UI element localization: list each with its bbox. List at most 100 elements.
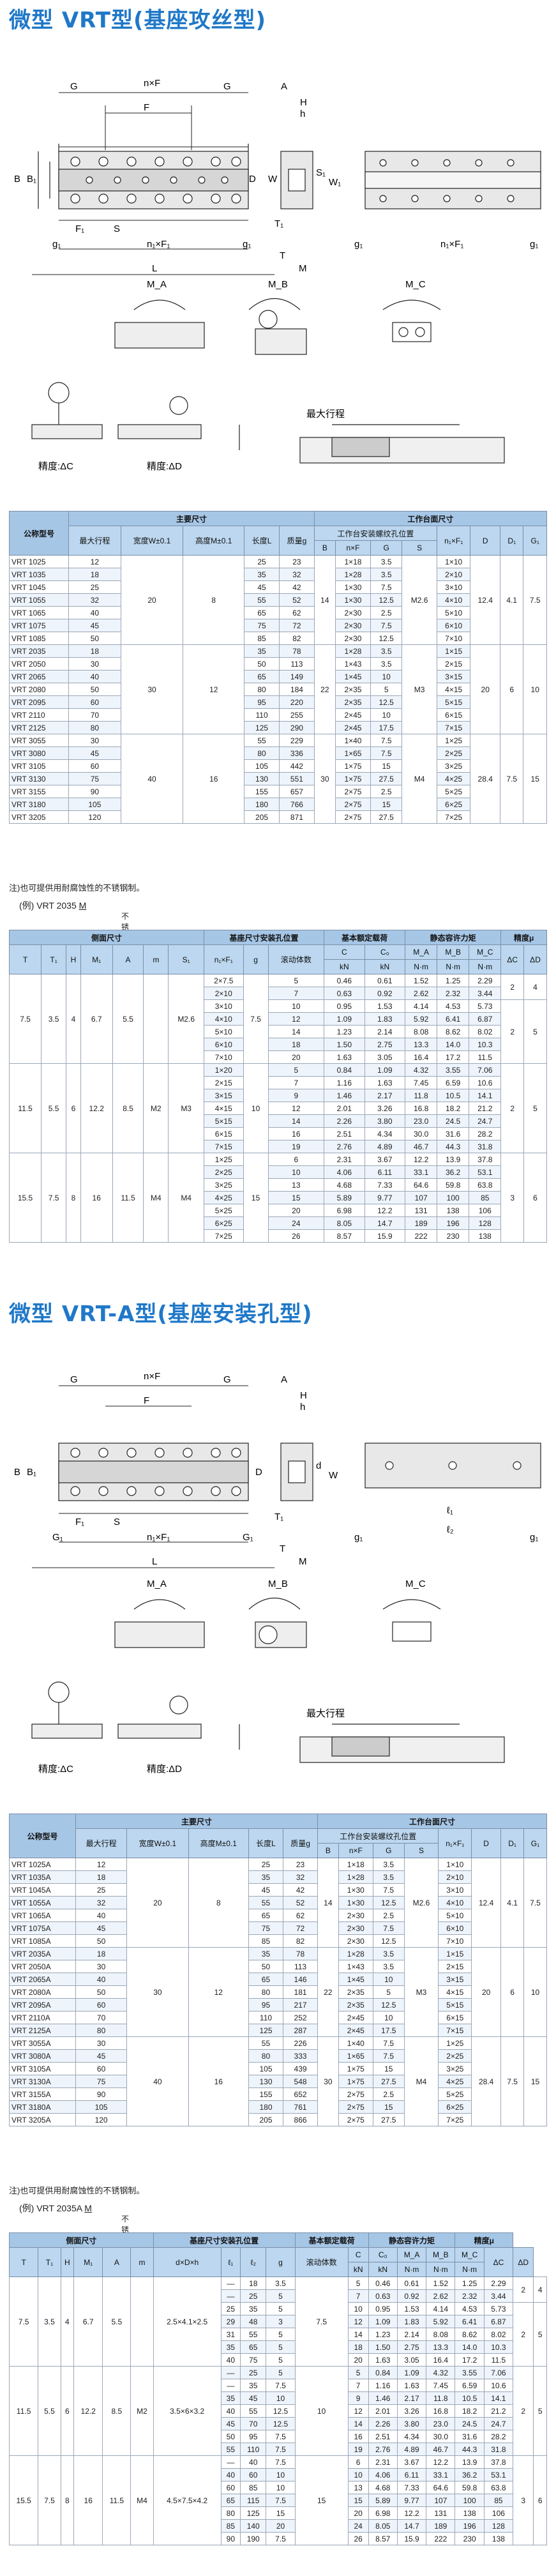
table-cell: 4.34 bbox=[364, 1127, 406, 1140]
table-cell: 31.8 bbox=[469, 1140, 502, 1153]
table-cell: H bbox=[66, 944, 81, 974]
table-cell: 105 bbox=[68, 798, 121, 811]
model-cell: VRT 3080A bbox=[9, 2049, 76, 2063]
table-cell: 45 bbox=[248, 1883, 284, 1897]
table-cell: 2 bbox=[500, 974, 525, 1000]
table-cell: 131 bbox=[426, 2506, 456, 2520]
table-cell: 65 bbox=[248, 1909, 284, 1922]
moment-diagrams bbox=[114, 298, 441, 355]
table-cell: 4×25 bbox=[203, 1191, 244, 1204]
top-view-holes bbox=[70, 156, 241, 204]
table-cell: 10 bbox=[267, 1165, 325, 1179]
table-cell: 5 bbox=[533, 2302, 547, 2367]
a-dim-W-label: W bbox=[329, 1470, 338, 1481]
table-cell: 35 bbox=[248, 1870, 284, 1884]
table-cell: 13.9 bbox=[437, 1153, 470, 1166]
table-cell: 2×10 bbox=[203, 987, 244, 1000]
header-n1F1: n₁×F₁ bbox=[436, 526, 471, 556]
table-cell: 4 bbox=[523, 974, 547, 1000]
table-cell: 3.5 bbox=[38, 2277, 61, 2367]
section-2-note: 注)也可提供用耐腐蚀性的不锈钢制。 bbox=[9, 2186, 145, 2195]
table-cell: 287 bbox=[283, 2024, 319, 2037]
table-cell: 217 bbox=[283, 1998, 319, 2012]
table-cell: 2 bbox=[513, 2277, 534, 2303]
table-cell: 220 bbox=[278, 695, 315, 709]
table-cell: 15 bbox=[370, 798, 403, 811]
table-cell: 80 bbox=[75, 2024, 128, 2037]
table-cell: 3.5 bbox=[373, 1947, 405, 1960]
table-cell: 23 bbox=[278, 555, 315, 568]
table-cell: 1.63 bbox=[324, 1050, 365, 1064]
table-cell: 7.5 bbox=[266, 2443, 296, 2456]
table-row: 公称型号主要尺寸工作台面尺寸 bbox=[8, 511, 548, 556]
model-cell: VRT 2110A bbox=[9, 2011, 76, 2024]
table-cell: 95 bbox=[240, 2430, 267, 2443]
table-cell: 2×30 bbox=[334, 606, 372, 619]
table-cell: ΔC bbox=[500, 944, 525, 974]
header-D: D bbox=[471, 1828, 502, 1858]
table-cell: 2×45 bbox=[334, 708, 372, 722]
table-cell: 120 bbox=[68, 810, 121, 824]
table-cell: 75 bbox=[248, 1921, 284, 1935]
table-cell: 55 bbox=[248, 2036, 284, 2050]
table-cell: 5.5 bbox=[102, 2277, 131, 2367]
table-cell: 657 bbox=[278, 785, 315, 798]
table-cell: 2.62 bbox=[405, 987, 438, 1000]
table-cell: 2 bbox=[513, 2366, 534, 2456]
dim-g1-label: g₁ bbox=[52, 239, 61, 250]
table-cell: 6×10 bbox=[436, 619, 471, 632]
table-cell: 6.98 bbox=[324, 1204, 365, 1217]
header-table-dims: 工作台面尺寸 bbox=[313, 511, 548, 526]
table-cell: 196 bbox=[437, 1216, 470, 1230]
table-cell: 5 bbox=[267, 974, 325, 987]
table-cell: M2.6 bbox=[403, 1858, 439, 1948]
header-height: 高度M±0.1 bbox=[183, 526, 245, 556]
table-cell: 3.5×6×3.2 bbox=[153, 2366, 222, 2456]
table-cell: n₁×F₁ bbox=[203, 944, 244, 974]
table-cell: M4 bbox=[168, 1153, 204, 1243]
table-cell: 333 bbox=[283, 2049, 319, 2063]
table-cell: M3 bbox=[402, 644, 437, 734]
table-cell: 50 bbox=[68, 632, 121, 645]
table-cell: 128 bbox=[483, 2519, 514, 2533]
table-cell: 6×15 bbox=[438, 2011, 472, 2024]
table-cell: 10 bbox=[373, 2011, 405, 2024]
section-1-drawings: G n×F G F B B₁ F₁ S g₁ n₁×F₁ g₁ L A H h … bbox=[14, 78, 541, 472]
table-cell: 871 bbox=[278, 810, 315, 824]
dim-B-label: B bbox=[14, 174, 20, 185]
table-cell: 7×15 bbox=[438, 2024, 472, 2037]
table-cell: 1.46 bbox=[324, 1089, 365, 1102]
table-cell: 3.5 bbox=[370, 568, 403, 581]
table-cell: S₁ bbox=[168, 944, 204, 974]
header-accuracy: 精度μ bbox=[455, 2232, 514, 2248]
table-cell: 50 bbox=[75, 1934, 128, 1948]
table-cell: 4 bbox=[66, 974, 81, 1064]
a-dim-T-label: T bbox=[280, 1543, 285, 1554]
table-cell: 50 bbox=[68, 683, 121, 696]
table-cell: 4 bbox=[533, 2277, 547, 2303]
table-cell: 11.5 bbox=[102, 2455, 131, 2545]
table-cell: 16 bbox=[73, 2455, 103, 2545]
model-cell: VRT 3105 bbox=[8, 759, 70, 773]
table-cell: 55 bbox=[240, 2328, 267, 2341]
table-cell: N·m bbox=[469, 959, 502, 974]
dim-G-label-right: G bbox=[223, 81, 231, 92]
table-cell: 16 bbox=[183, 734, 245, 824]
table-cell: 44.3 bbox=[437, 1140, 470, 1153]
table-cell: 32 bbox=[283, 1870, 319, 1884]
table-cell: 24.5 bbox=[455, 2417, 485, 2430]
table-cell: 7.45 bbox=[405, 1076, 438, 1089]
table-cell: 6 bbox=[500, 644, 524, 734]
